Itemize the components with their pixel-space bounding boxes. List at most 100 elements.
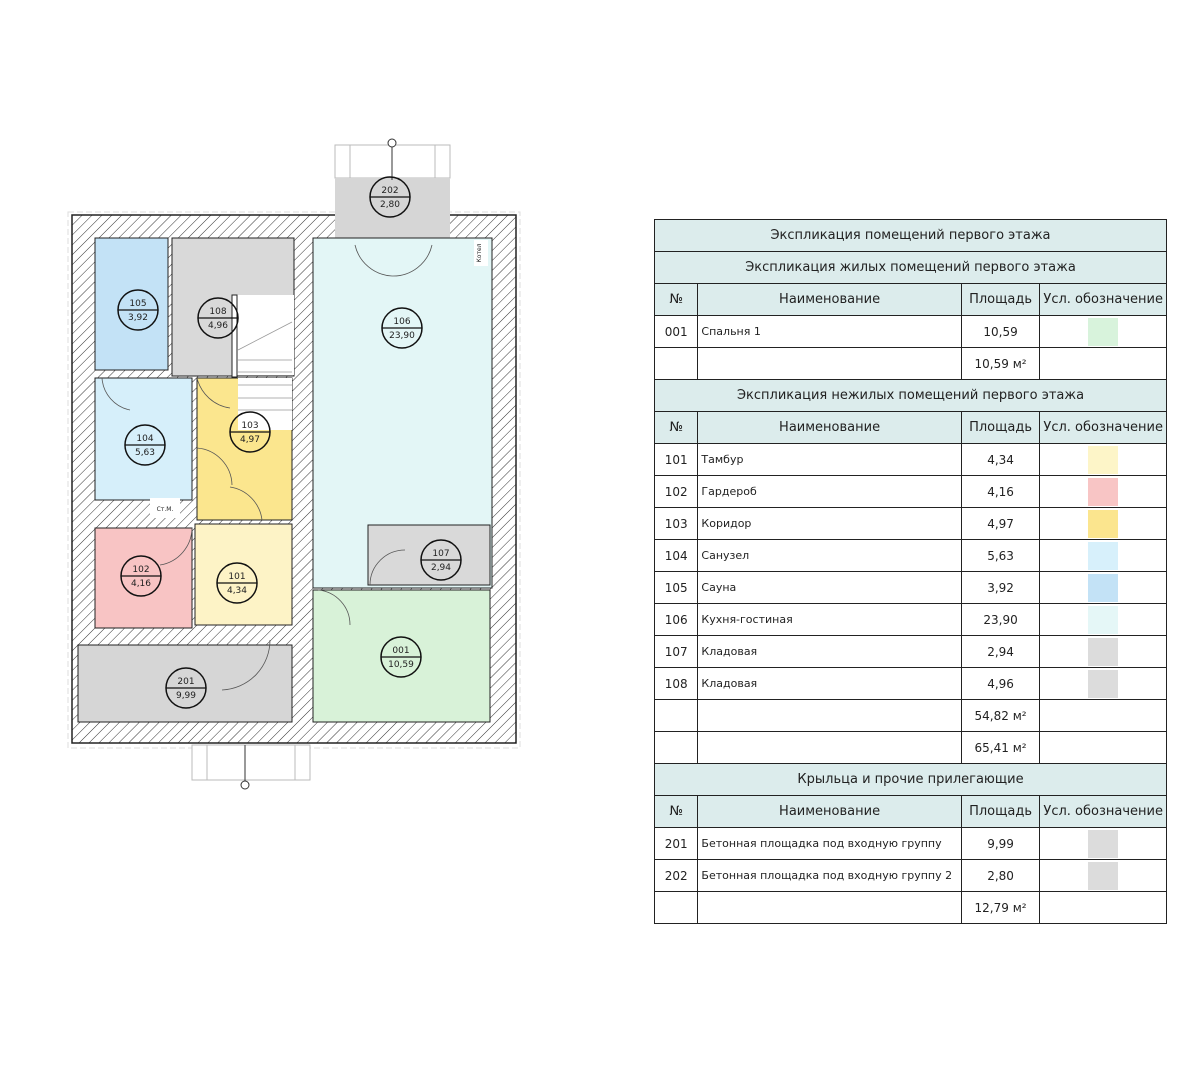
room-number: 202: [381, 186, 398, 196]
room-area: 2,94: [431, 563, 451, 573]
legend-cell: [1039, 635, 1167, 668]
room-area: 9,99: [176, 691, 196, 701]
boiler-label: Котел: [476, 243, 483, 262]
room-number: 101: [228, 572, 245, 582]
room-area-cell: 10,59: [960, 315, 1041, 348]
total-row: 54,82 м²: [653, 699, 1167, 732]
column-header: №: [653, 411, 699, 444]
total-row: 65,41 м²: [653, 731, 1167, 764]
room-number-cell: 107: [653, 635, 699, 668]
room-105: [94, 237, 169, 371]
legend-swatch: [1088, 605, 1119, 634]
room-number-cell: 202: [653, 859, 699, 892]
room-number-cell: 105: [653, 571, 699, 604]
washer-label: Ст.М.: [157, 506, 174, 513]
room-name-cell: Сауна: [697, 571, 962, 604]
room-area: 23,90: [389, 331, 415, 341]
legend-swatch: [1088, 829, 1119, 858]
room-number: 201: [177, 677, 194, 687]
room-number-cell: 104: [653, 539, 699, 572]
room-name-cell: Бетонная площадка под входную группу: [697, 827, 962, 860]
room-area: 4,34: [227, 586, 247, 596]
room-tag-108: 108 4,96: [197, 297, 239, 339]
legend-cell: [1039, 507, 1167, 540]
room-area-cell: 2,80: [960, 859, 1041, 892]
room-202: [335, 178, 450, 238]
column-header: Усл. обозначение: [1039, 795, 1167, 828]
room-number-cell: 103: [653, 507, 699, 540]
room-area: 5,63: [135, 448, 155, 458]
room-area: 4,16: [131, 579, 151, 589]
column-header: Наименование: [697, 283, 962, 316]
legend-swatch: [1088, 541, 1119, 570]
room-101: [194, 523, 293, 626]
column-header: №: [653, 795, 699, 828]
column-header: Наименование: [697, 411, 962, 444]
room-number: 107: [432, 549, 449, 559]
room-area-cell: 4,96: [960, 667, 1041, 700]
total-area: 12,79 м²: [960, 891, 1041, 924]
room-area-cell: 4,34: [960, 443, 1041, 476]
table-row: 001 Спальня 1 10,59: [653, 315, 1167, 348]
room-name-cell: Кухня-гостиная: [697, 603, 962, 636]
column-header: Площадь: [960, 283, 1041, 316]
section-title-row: Экспликация жилых помещений первого этаж…: [654, 251, 1167, 284]
legend-swatch: [1088, 477, 1119, 506]
table-row: 108 Кладовая 4,96: [653, 667, 1167, 700]
total-area: 65,41 м²: [960, 731, 1041, 764]
legend-swatch: [1088, 573, 1119, 602]
room-name-cell: Коридор: [697, 507, 962, 540]
room-number: 001: [392, 646, 409, 656]
column-header: Усл. обозначение: [1039, 283, 1167, 316]
room-number-cell: 108: [653, 667, 699, 700]
section-title-row: Крыльца и прочие прилегающие: [654, 763, 1167, 796]
room-area: 4,96: [208, 321, 228, 331]
legend-swatch: [1088, 509, 1119, 538]
room-area-cell: 2,94: [960, 635, 1041, 668]
legend-swatch: [1088, 317, 1119, 346]
table-row: 103 Коридор 4,97: [653, 507, 1167, 540]
room-area: 4,97: [240, 435, 260, 445]
total-area: 10,59 м²: [960, 347, 1041, 380]
room-number-cell: 102: [653, 475, 699, 508]
room-name-cell: Бетонная площадка под входную группу 2: [697, 859, 962, 892]
room-tag-107: 107 2,94: [420, 539, 462, 581]
room-number-cell: 201: [653, 827, 699, 860]
room-number-cell: 001: [653, 315, 699, 348]
room-area-cell: 3,92: [960, 571, 1041, 604]
room-area-cell: 23,90: [960, 603, 1041, 636]
legend-cell: [1039, 859, 1167, 892]
section-title: Экспликация жилых помещений первого этаж…: [654, 251, 1167, 284]
room-001: [312, 589, 491, 723]
legend-swatch: [1088, 861, 1119, 890]
legend-cell: [1039, 827, 1167, 860]
room-number: 108: [209, 307, 226, 317]
room-107: [367, 524, 491, 586]
table-title: Экспликация помещений первого этажа: [654, 219, 1167, 252]
column-header: Усл. обозначение: [1039, 411, 1167, 444]
room-name-cell: Спальня 1: [697, 315, 962, 348]
legend-swatch: [1088, 637, 1119, 666]
section-title: Экспликация нежилых помещений первого эт…: [654, 379, 1167, 412]
table-row: 101 Тамбур 4,34: [653, 443, 1167, 476]
room-102: [94, 527, 193, 629]
legend-swatch: [1088, 445, 1119, 474]
legend-cell: [1039, 475, 1167, 508]
table-row: 107 Кладовая 2,94: [653, 635, 1167, 668]
section-title-row: Экспликация нежилых помещений первого эт…: [654, 379, 1167, 412]
legend-cell: [1039, 603, 1167, 636]
column-header: №: [653, 283, 699, 316]
room-number: 103: [241, 421, 258, 431]
column-header: Наименование: [697, 795, 962, 828]
column-header: Площадь: [960, 411, 1041, 444]
room-area-cell: 4,97: [960, 507, 1041, 540]
table-row: 104 Санузел 5,63: [653, 539, 1167, 572]
table-title-row: Экспликация помещений первого этажа: [654, 219, 1167, 252]
